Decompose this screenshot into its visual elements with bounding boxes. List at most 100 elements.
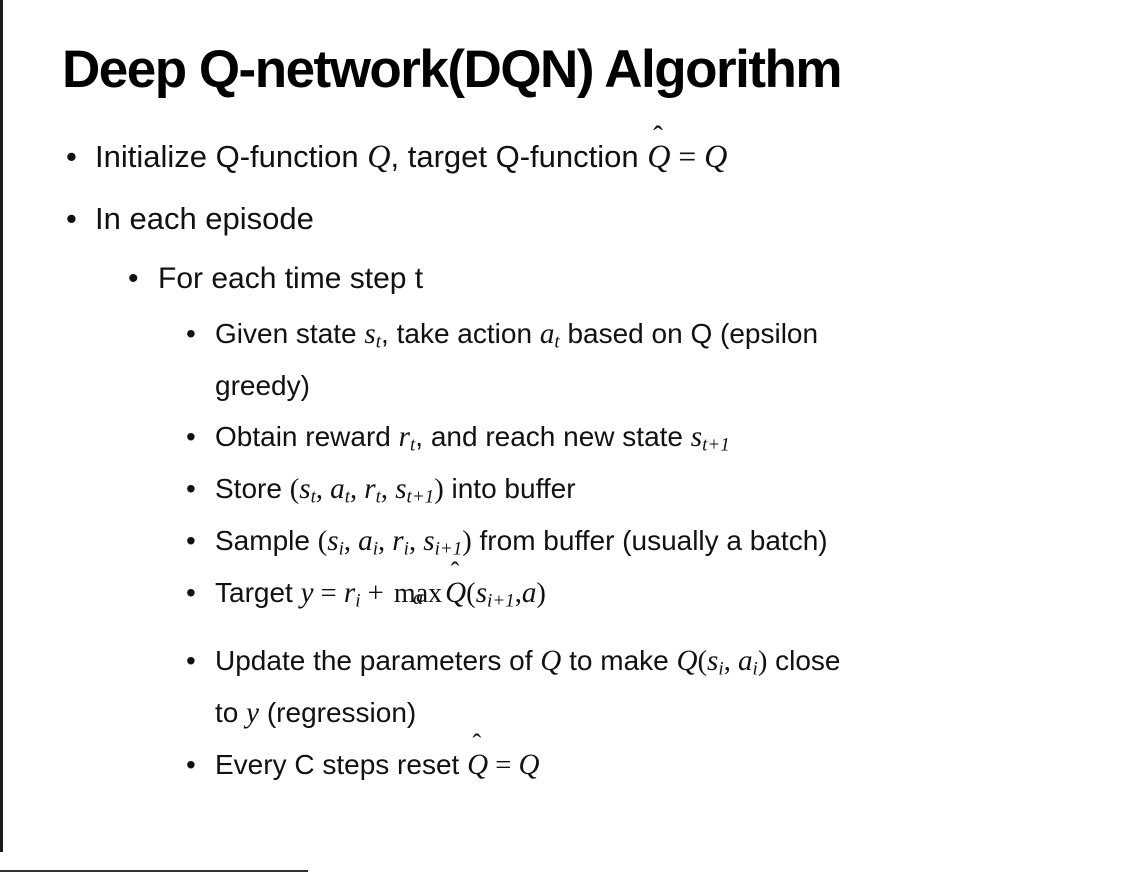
bullet-item: • Sample (si, ai, ri, si+1) from buffer (… [0, 515, 1124, 567]
math-subscript: i+1 [487, 590, 515, 612]
math-variable: Q [518, 749, 540, 782]
math-operator: ) [536, 578, 546, 610]
math-variable: r [398, 421, 410, 454]
math-operator: = [670, 139, 705, 175]
plain-text: Update the parameters of [215, 645, 541, 677]
math-variable: s [475, 577, 488, 610]
plain-text: , and reach new state [415, 421, 691, 453]
math-variable: s [690, 421, 703, 454]
max-under-variable: a [412, 587, 424, 610]
math-variable: r [364, 473, 376, 506]
plain-text: close [767, 645, 841, 677]
bullet-text: Given state st, take action at based on … [215, 308, 1110, 411]
bullet-item: •Given state st, take action at based on… [0, 308, 1124, 411]
bullet-marker: • [128, 262, 139, 296]
plain-text: Initialize Q-function [95, 139, 368, 175]
plain-text: (regression) [259, 697, 417, 729]
math-variable: s [364, 318, 376, 351]
slide-bottom-border [0, 870, 308, 872]
hat-accent: ˆ [450, 555, 460, 586]
math-variable: y [246, 697, 260, 730]
math-variable: a [330, 473, 345, 506]
bullet-item: •Store (st, at, rt, st+1) into buffer [0, 463, 1124, 515]
bullet-marker: • [66, 201, 77, 237]
bullet-marker: • [186, 525, 196, 557]
bullet-item: • Update the parameters of Q to make Q(si… [0, 635, 1124, 739]
slide-title: Deep Q-network(DQN) Algorithm [62, 40, 842, 99]
math-operator: , [315, 474, 331, 506]
plain-text: In each episode [95, 201, 314, 237]
math-subscript: t [310, 486, 316, 508]
math-subscript: t [344, 486, 350, 508]
math-operator: , [514, 578, 522, 610]
math-variable: a [521, 577, 537, 610]
bullet-marker: • [186, 318, 196, 350]
bullet-text: For each time step t [158, 257, 1124, 301]
plain-text: based on Q (epsilon [559, 318, 819, 350]
math-operator: ( [317, 526, 328, 558]
math-subscript: i [372, 538, 379, 560]
bullet-text: Update the parameters of Q to make Q(si,… [215, 635, 1110, 739]
slide-left-border [0, 0, 3, 852]
math-operator: + [360, 578, 391, 610]
math-subscript: t+1 [702, 434, 730, 456]
plain-text: Target [215, 577, 301, 609]
math-operator: , [378, 526, 393, 558]
plain-text: Every C steps reset [215, 749, 468, 781]
hat-accent: ˆ [472, 727, 482, 758]
math-variable: Q [445, 577, 467, 610]
math-variable: Q [540, 645, 562, 678]
plain-text: Obtain reward [215, 421, 399, 453]
plain-text: , take action [381, 318, 540, 350]
bullet-text: Sample (si, ai, ri, si+1) from buffer (u… [215, 515, 1110, 567]
bullet-list: • Initialize Q-function Q, target Q-funct… [0, 122, 1124, 791]
math-subscript: i [718, 658, 724, 680]
math-operator: ( [289, 474, 300, 506]
math-subscript: i+1 [434, 538, 463, 560]
math-subscript: i [403, 538, 409, 560]
math-variable: Q [704, 138, 728, 175]
plain-text: to make [561, 645, 677, 677]
plain-text: For each time step t [158, 262, 424, 296]
bullet-text: In each episode [95, 195, 1124, 242]
bullet-text: Initialize Q-function Q, target Q-functi… [95, 122, 1124, 180]
hat-accent: ˆ [653, 120, 663, 153]
bullet-item: •Obtain reward rt, and reach new state s… [0, 411, 1124, 463]
math-subscript: t [375, 486, 381, 508]
bullet-item: • In each episode [0, 195, 1124, 242]
math-operator: ( [697, 646, 708, 678]
plain-text: Given state [215, 318, 365, 350]
math-subscript: t [409, 434, 416, 456]
math-subscript: i [338, 538, 344, 560]
math-subscript: i [752, 658, 758, 680]
math-subscript: i [355, 590, 361, 612]
math-variable: Q [367, 138, 391, 175]
math-operator: = [488, 750, 519, 782]
math-variable: a [358, 525, 373, 558]
math-variable: Q [676, 645, 698, 678]
math-operator: , [380, 474, 396, 506]
math-operator: , [350, 474, 365, 506]
plain-text: greedy) [215, 370, 310, 402]
bullet-text: Store (st, at, rt, st+1) into buffer [215, 463, 1110, 515]
math-variable: y [300, 577, 314, 610]
math-variable: s [423, 525, 435, 558]
math-variable: r [392, 525, 404, 558]
math-subscript: t+1 [406, 486, 435, 508]
bullet-marker: • [186, 645, 196, 677]
math-variable: Q [467, 749, 489, 782]
math-variable: s [327, 525, 339, 558]
math-variable: r [343, 577, 356, 610]
plain-text: into buffer [443, 473, 576, 505]
bullet-marker: • [66, 139, 77, 175]
math-variable: a [539, 318, 555, 351]
math-subscript: t [375, 331, 382, 353]
math-subscript: t [554, 331, 560, 353]
